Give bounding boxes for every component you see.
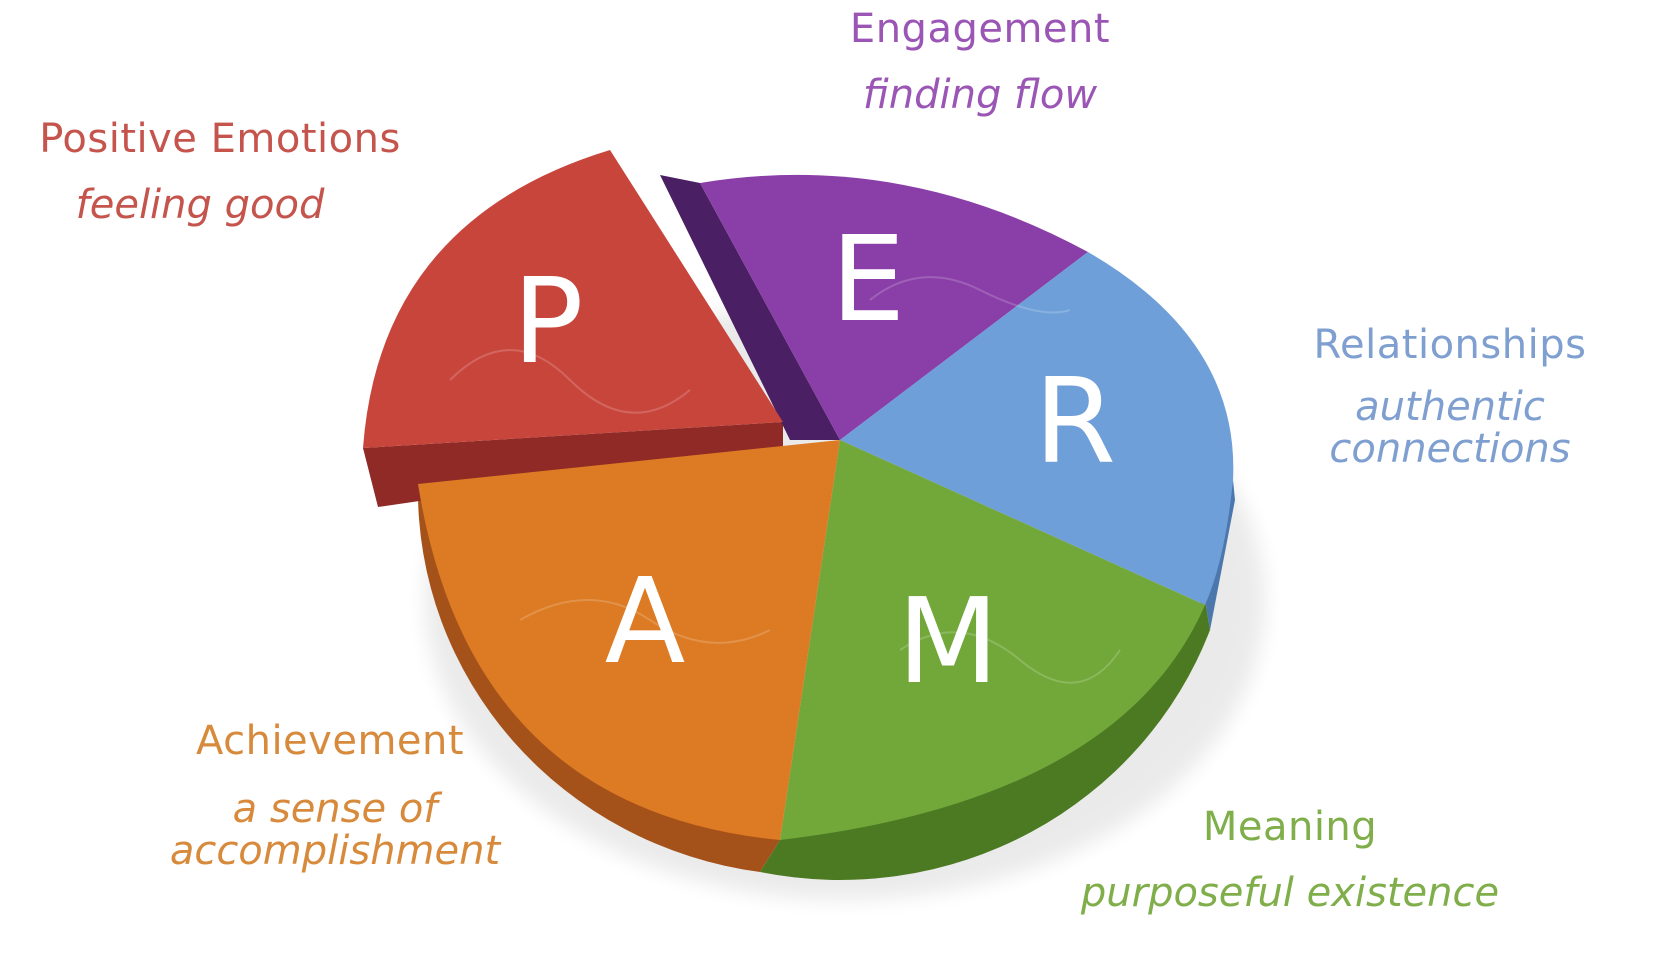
letter-r: R: [1034, 352, 1116, 490]
label-achievement: Achievement a sense of accomplishment: [120, 720, 550, 872]
label-engagement-subtitle: finding flow: [862, 72, 1098, 118]
letter-a: A: [605, 552, 686, 690]
label-positive-emotions-title: Positive Emotions: [39, 116, 401, 162]
slice-engagement: [700, 174, 1088, 440]
label-meaning-title: Meaning: [1202, 804, 1378, 850]
label-relationships: Relationships authentic connections: [1240, 324, 1660, 470]
label-achievement-subtitle-2: accomplishment: [169, 828, 501, 874]
slice-side-engagement: [660, 175, 840, 440]
label-achievement-title: Achievement: [195, 718, 465, 764]
letter-e: E: [831, 210, 906, 348]
label-meaning-subtitle: purposeful existence: [1080, 870, 1500, 916]
letter-m: M: [897, 572, 999, 710]
label-meaning: Meaning purposeful existence: [1020, 806, 1560, 914]
label-relationships-subtitle-1: authentic: [1355, 384, 1545, 430]
slice-achievement: [418, 440, 840, 840]
label-achievement-subtitle-1: a sense of: [232, 786, 438, 832]
slice-positive-emotions: [363, 150, 783, 448]
slice-relationships: [840, 252, 1234, 605]
texture-swirl: [449, 276, 1121, 684]
slice-meaning: [780, 440, 1205, 840]
label-relationships-title: Relationships: [1313, 322, 1587, 368]
label-relationships-subtitle-2: connections: [1329, 426, 1571, 472]
label-positive-emotions: Positive Emotions feeling good: [10, 118, 430, 226]
label-engagement-title: Engagement: [849, 6, 1111, 52]
label-engagement: Engagement finding flow: [800, 8, 1160, 116]
letter-p: P: [512, 252, 583, 390]
label-positive-emotions-subtitle: feeling good: [75, 182, 325, 228]
